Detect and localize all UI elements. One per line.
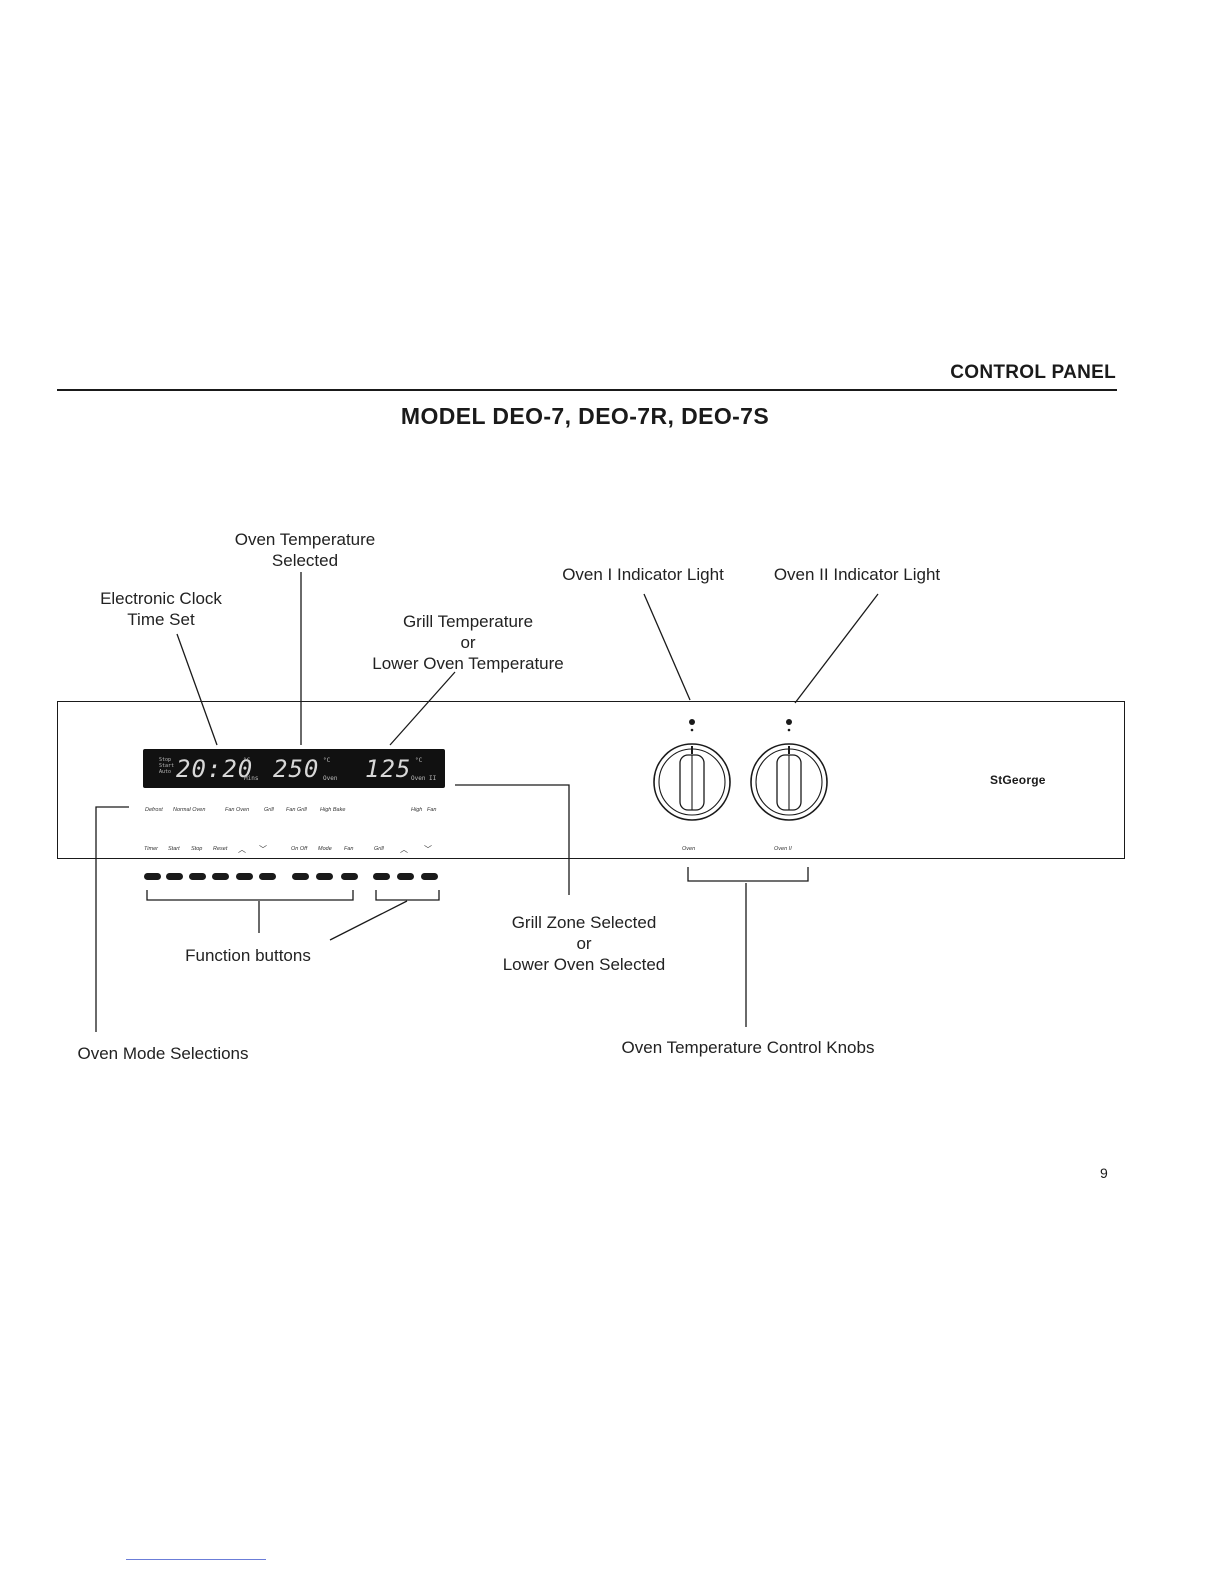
display-oven-unit-top: °C [323, 757, 331, 764]
oven-1-indicator-dot [690, 728, 694, 732]
grill-down-button[interactable] [421, 873, 438, 880]
leader-oven-2-light [794, 593, 879, 704]
mode-word: Start [159, 763, 175, 769]
button-label-on-off: On Off [291, 846, 308, 852]
button-label-down: ﹀ [259, 845, 267, 854]
section-title: CONTROL PANEL [950, 362, 1116, 383]
fan-button[interactable] [341, 873, 358, 880]
mode-label-grill: Grill [264, 807, 274, 813]
callout-line: or [576, 934, 592, 953]
bottom-rule [126, 1559, 266, 1560]
callout-line: Selected [271, 551, 339, 570]
display-oven-unit: Oven [323, 775, 338, 782]
header-rule [57, 389, 1117, 391]
mode-label-defrost: Defrost [145, 807, 163, 813]
oven-1-indicator-light [689, 719, 695, 725]
display-mode-words: Stop Start Auto [159, 757, 174, 775]
display-clock-unit-top: °C [243, 757, 251, 764]
leader-oven-mode [95, 806, 129, 1032]
display-oven-temp: 250 [273, 755, 320, 783]
callout-line: Lower Oven Temperature [372, 654, 564, 673]
down-button[interactable] [259, 873, 276, 880]
brand-logo: StGeorge [990, 773, 1046, 787]
callout-oven-1-light: Oven I Indicator Light [562, 565, 724, 584]
mode-label-fan-grill: Fan Grill [286, 807, 307, 813]
callout-grill-zone: Grill Zone Selected or Lower Oven Select… [474, 912, 694, 975]
reset-button[interactable] [212, 873, 229, 880]
button-label-grill: Grill [374, 846, 384, 852]
button-label-grill-down: ﹀ [424, 845, 432, 854]
oven-1-knob[interactable] [653, 743, 731, 821]
grill-button[interactable] [373, 873, 390, 880]
button-label-fan: Fan [344, 846, 354, 852]
callout-line: Grill Zone Selected [511, 913, 657, 932]
callout-line: Oven Temperature [234, 530, 376, 549]
mode-button[interactable] [316, 873, 333, 880]
display-lower-unit: Oven II [411, 775, 437, 782]
callout-line: Electronic Clock [100, 589, 222, 608]
leader-grill-zone [455, 784, 570, 895]
display-lower-unit-top: °C [415, 757, 423, 764]
callout-line: or [460, 633, 476, 652]
mode-label-high-bake: High Bake [320, 807, 346, 813]
leader-function-buttons-right [329, 900, 408, 941]
callout-control-knobs: Oven Temperature Control Knobs [621, 1038, 875, 1057]
bracket-grill-buttons [375, 890, 440, 901]
grill-up-button[interactable] [397, 873, 414, 880]
leader-electronic-clock [176, 633, 218, 746]
model-title: MODEL DEO-7, DEO-7R, DEO-7S [400, 403, 770, 429]
mode-word: Auto [159, 769, 172, 775]
bracket-knobs [687, 867, 809, 882]
leader-grill-temperature [389, 671, 456, 746]
mode-label-fan-oven: Fan Oven [225, 807, 250, 813]
button-label-grill-up: ︿ [400, 845, 408, 854]
callout-line: Grill Temperature [402, 612, 534, 631]
mode-label-high: High [411, 807, 423, 813]
page-number: 9 [1100, 1165, 1108, 1181]
callout-electronic-clock: Electronic Clock Time Set [66, 588, 256, 630]
mode-label-normal-oven: Normal Oven [173, 807, 206, 813]
button-label-timer: Timer [144, 846, 159, 852]
display-clock-unit: Mins [244, 775, 259, 782]
timer-button[interactable] [144, 873, 161, 880]
display-clock: 20:20 [176, 755, 254, 783]
knob-label-oven: Oven [682, 846, 696, 852]
callout-oven-temp-selected: Oven Temperature Selected [205, 529, 405, 571]
bracket-function-buttons [146, 890, 354, 901]
mode-label-fan: Fan [427, 807, 437, 813]
start-button[interactable] [166, 873, 183, 880]
button-label-start: Start [168, 846, 180, 852]
stop-button[interactable] [189, 873, 206, 880]
callout-function-buttons: Function buttons [185, 946, 311, 965]
button-label-stop: Stop [191, 846, 203, 852]
oven-2-indicator-light [786, 719, 792, 725]
oven-2-knob[interactable] [750, 743, 828, 821]
knob-label-oven-2: Oven II [774, 846, 792, 852]
callout-grill-temperature: Grill Temperature or Lower Oven Temperat… [348, 611, 588, 674]
lcd-display: Stop Start Auto 20:20 °C Mins 250 °C Ove… [143, 749, 445, 788]
up-button[interactable] [236, 873, 253, 880]
mode-word: Stop [159, 757, 172, 763]
callout-line: Time Set [127, 610, 195, 629]
button-label-reset: Reset [213, 846, 228, 852]
callout-line: Lower Oven Selected [502, 955, 666, 974]
control-panel [57, 701, 1125, 859]
display-lower-temp: 125 [365, 755, 412, 783]
leader-oven-1-light [643, 593, 691, 701]
callout-oven-2-light: Oven II Indicator Light [773, 565, 941, 584]
oven-2-indicator-dot [787, 728, 791, 732]
button-label-mode: Mode [318, 846, 332, 852]
on-off-button[interactable] [292, 873, 309, 880]
callout-oven-mode: Oven Mode Selections [77, 1044, 249, 1063]
button-label-up: ︿ [238, 845, 246, 854]
